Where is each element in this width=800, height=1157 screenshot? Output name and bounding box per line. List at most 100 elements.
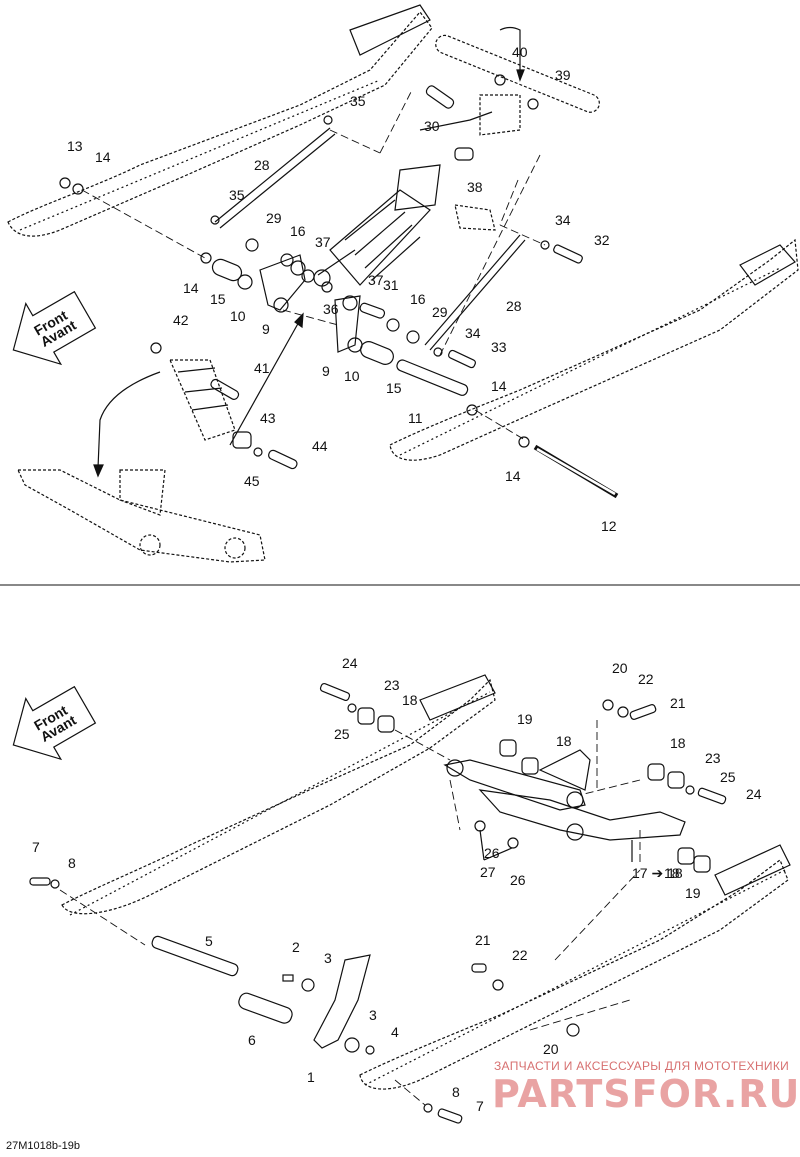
- callout-bottom-3: 23: [384, 677, 400, 693]
- top-assembly: [7, 4, 799, 563]
- washer-37a: [301, 269, 315, 283]
- callout-top-22: 29: [432, 304, 448, 320]
- front-arrow-badge-top: Front Avant: [12, 290, 97, 366]
- bushing-19a: [499, 739, 517, 757]
- screw-2: [282, 974, 294, 982]
- tie-rod-28-upper: [214, 127, 331, 223]
- callout-top-24: 42: [173, 312, 189, 328]
- callout-bottom-31: 8: [452, 1084, 460, 1100]
- callout-top-18: 37: [368, 272, 384, 288]
- callout-top-37: 12: [601, 518, 617, 534]
- spacer-30: [425, 85, 455, 109]
- bolt-24b: [697, 787, 727, 805]
- callout-bottom-6: 25: [334, 726, 350, 742]
- washer-20b: [566, 1023, 580, 1037]
- bushing-15b: [360, 341, 394, 365]
- bushing-29a: [245, 238, 259, 252]
- callout-bottom-2: 22: [638, 671, 654, 687]
- washer-22b: [492, 979, 504, 991]
- callout-top-31: 14: [491, 378, 507, 394]
- bottom-assembly: [29, 674, 791, 1124]
- leader-40: [499, 26, 521, 75]
- callout-top-14: 14: [183, 280, 199, 296]
- callout-bottom-12: 24: [746, 786, 762, 802]
- callout-top-7: 38: [467, 179, 483, 195]
- bolt-32: [553, 244, 583, 264]
- bushing-18a: [377, 715, 395, 733]
- washer-34a: [540, 240, 550, 250]
- washer-3b: [344, 1037, 360, 1053]
- callout-top-8: 35: [229, 187, 245, 203]
- callout-bottom-18: 19: [685, 885, 701, 901]
- callout-top-2: 35: [350, 93, 366, 109]
- washer-34b: [433, 347, 443, 357]
- bolt-7b: [437, 1108, 463, 1124]
- callout-bottom-20: 8: [68, 855, 76, 871]
- bushing-18d: [677, 847, 695, 865]
- rear-arm-bottom: [443, 749, 686, 841]
- watermark-logo: PARTSFOR.RU: [492, 1072, 800, 1116]
- watermark-subtitle: ЗАПЧАСТИ И АКСЕССУАРЫ ДЛЯ МОТОТЕХНИКИ: [494, 1059, 790, 1073]
- nut-35b: [323, 115, 333, 125]
- nut-26b: [507, 837, 519, 849]
- bushing-18b: [521, 757, 539, 775]
- callout-bottom-28: 6: [248, 1032, 256, 1048]
- callout-bottom-7: 19: [517, 711, 533, 727]
- callout-top-35: 45: [244, 473, 260, 489]
- callout-bottom-21: 5: [205, 933, 213, 949]
- callout-bottom-11: 25: [720, 769, 736, 785]
- callout-bottom-15: 26: [510, 872, 526, 888]
- bushing-23a: [357, 707, 375, 725]
- figure-code: 27M1018b-19b: [6, 1140, 81, 1152]
- bushing-16b: [386, 318, 400, 332]
- washer-14b: [200, 252, 212, 264]
- callout-top-28: 10: [344, 368, 360, 384]
- washer-8b: [423, 1103, 433, 1113]
- front-arrow-badge-bottom: Front Avant: [12, 685, 97, 761]
- washer-3a: [301, 978, 315, 992]
- left-rail-bottom: [61, 674, 496, 916]
- bearing-10a: [237, 274, 253, 290]
- callout-bottom-8: 18: [556, 733, 572, 749]
- callout-top-15: 15: [210, 291, 226, 307]
- callout-bottom-26: 3: [369, 1007, 377, 1023]
- right-rail-top: [389, 238, 799, 461]
- callout-top-36: 14: [505, 468, 521, 484]
- callout-bottom-16: 17 ➔ 18: [632, 865, 683, 881]
- bushing-29b: [406, 330, 420, 344]
- callout-top-33: 43: [260, 410, 276, 426]
- callout-top-4: 13: [67, 138, 83, 154]
- callout-bottom-32: 7: [476, 1098, 484, 1114]
- callout-top-1: 39: [555, 67, 571, 83]
- callout-top-13: 32: [594, 232, 610, 248]
- washer-22a: [617, 706, 629, 718]
- callout-bottom-5: 21: [670, 695, 686, 711]
- callout-bottom-29: 20: [543, 1041, 559, 1057]
- washer-8a: [50, 879, 60, 889]
- callout-bottom-9: 18: [670, 735, 686, 751]
- callout-top-17: 9: [262, 321, 270, 337]
- callout-bottom-19: 7: [32, 839, 40, 855]
- spacer-38: [454, 147, 474, 161]
- callout-top-26: 33: [491, 339, 507, 355]
- callout-bottom-4: 18: [402, 692, 418, 708]
- callout-bottom-23: 3: [324, 950, 332, 966]
- callout-top-6: 28: [254, 157, 270, 173]
- nut-35a: [210, 215, 220, 225]
- nut-26a: [474, 820, 486, 832]
- callout-top-9: 29: [266, 210, 282, 226]
- callout-top-25: 34: [465, 325, 481, 341]
- washer-25a: [347, 703, 357, 713]
- right-rail-bottom: [359, 844, 791, 1090]
- bolt-7a: [29, 877, 51, 886]
- callout-bottom-25: 22: [512, 947, 528, 963]
- arrow-rear-arm: [97, 371, 161, 469]
- upper-cross-shaft: [435, 34, 600, 136]
- callout-bottom-13: 26: [484, 845, 500, 861]
- callout-bottom-27: 4: [391, 1024, 399, 1040]
- leader-lines-top: [81, 89, 546, 441]
- leader-lines-bottom: [59, 720, 641, 1106]
- washer-20a: [602, 699, 614, 711]
- bushing-19b: [693, 855, 711, 873]
- arm-9b: [334, 295, 361, 353]
